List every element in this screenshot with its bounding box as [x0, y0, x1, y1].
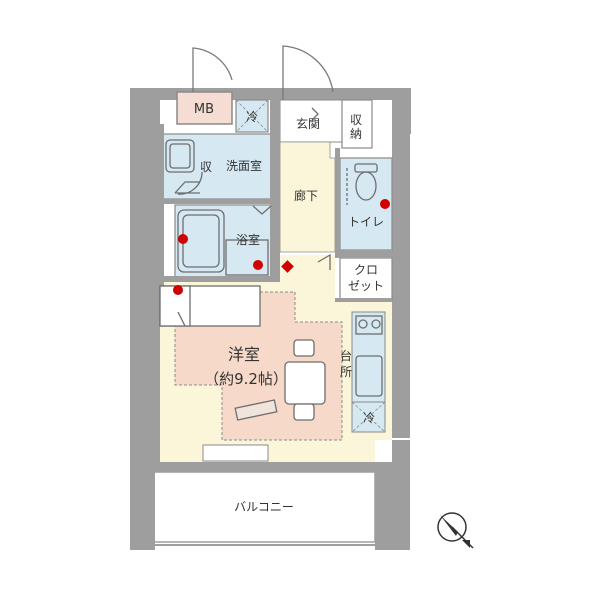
corridor-label: 廊下: [294, 188, 318, 203]
storage-top-label-1: 収: [350, 113, 362, 127]
storage-top-label-2: 納: [350, 127, 362, 141]
closet: [339, 257, 393, 301]
closet-label-1: クロ: [354, 263, 378, 277]
western-room-label: 洋室: [228, 345, 260, 364]
bath-label: 浴室: [236, 232, 260, 247]
dining-table: [284, 361, 326, 405]
washbasin-fixture: [165, 139, 195, 173]
room-labels: MB 冷 玄関 収 納 収 洗面室 廊下 トイレ 浴室 クロ ゼット 洋室 （約…: [194, 102, 384, 514]
washroom-label: 洗面室: [226, 158, 262, 173]
fridge-kitchen-label: 冷: [363, 411, 375, 425]
western-room-size-label: （約9.2帖）: [204, 370, 288, 388]
window-bench: [202, 444, 269, 462]
balcony-area: [130, 471, 410, 546]
mb-label: MB: [194, 102, 214, 117]
fixtures: [159, 45, 383, 465]
storage-side-label: 収: [200, 160, 212, 174]
entrance-label: 玄関: [296, 116, 320, 131]
toilet-label: トイレ: [348, 215, 384, 229]
fridge-top-label: 冷: [246, 110, 258, 124]
storage-top: [341, 99, 373, 149]
kitchen-label-2: 所: [340, 365, 352, 379]
compass-icon: [437, 512, 474, 549]
kitchen-label-1: 台: [340, 348, 352, 363]
outlet-markers: [173, 199, 390, 295]
balcony-label: バルコニー: [234, 500, 294, 514]
sink-fixture: [355, 355, 383, 397]
closet-label-2: ゼット: [348, 279, 384, 293]
mb-closet: [176, 91, 233, 125]
rug: [234, 399, 278, 421]
bathtub-fixture: [177, 209, 225, 273]
interior-walls: [160, 100, 392, 302]
